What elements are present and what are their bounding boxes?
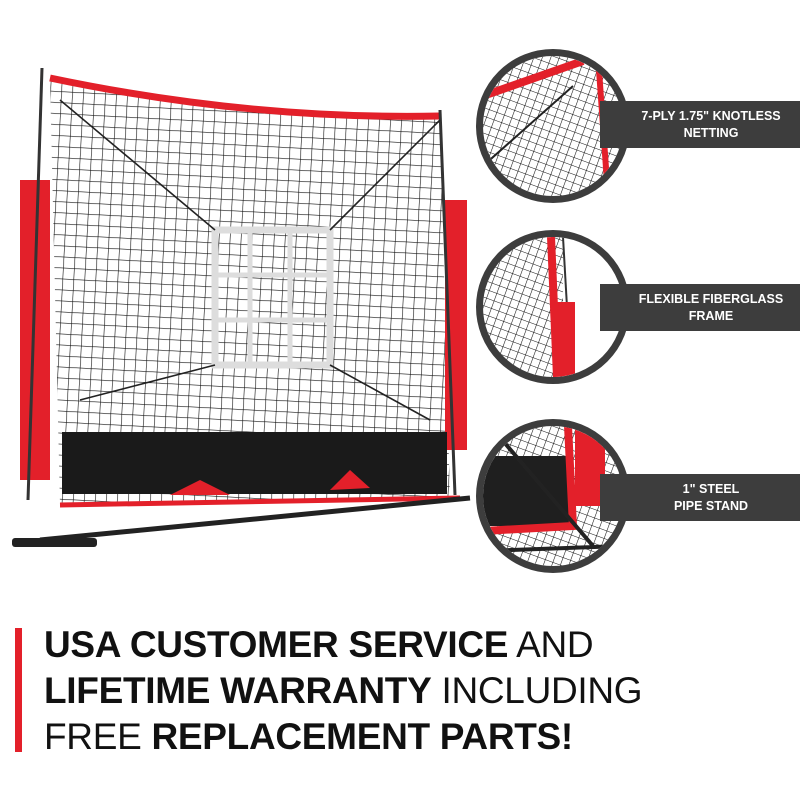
- tagline-light: INCLUDING: [441, 670, 643, 711]
- tagline-bold: USA CUSTOMER SERVICE: [44, 624, 509, 665]
- practice-net-image: [12, 67, 471, 547]
- tagline-light: AND: [516, 624, 594, 665]
- netting-detail-circle: [476, 49, 630, 203]
- feature-banner-stand: 1" STEEL PIPE STAND: [600, 474, 800, 521]
- feature-title: NETTING: [683, 125, 739, 140]
- feature-banner-netting: 7-PLY 1.75" KNOTLESS NETTING: [600, 101, 800, 148]
- feature-title: PIPE STAND: [673, 498, 749, 513]
- tagline-light: FREE: [44, 716, 142, 757]
- feature-title: 1" STEEL: [682, 481, 740, 496]
- tagline-bold: REPLACEMENT PARTS!: [151, 716, 573, 757]
- feature-title: FLEXIBLE FIBERGLASS: [638, 291, 784, 306]
- feature-banner-frame: FLEXIBLE FIBERGLASS FRAME: [600, 284, 800, 331]
- feature-title: FRAME: [688, 308, 734, 323]
- tagline: USA CUSTOMER SERVICE AND LIFETIME WARRAN…: [44, 622, 643, 760]
- stand-detail-circle: [476, 419, 630, 573]
- tagline-bold: LIFETIME WARRANTY: [44, 670, 432, 711]
- feature-title: 7-PLY 1.75" KNOTLESS: [641, 108, 781, 123]
- accent-bar: [15, 628, 22, 752]
